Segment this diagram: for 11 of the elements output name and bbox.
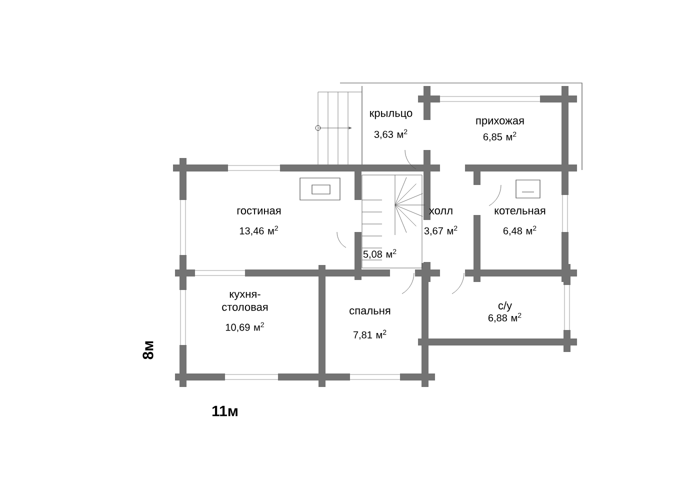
room-label: прихожая 6,85 м$^{2}$: [476, 118, 524, 142]
room-label: кухня- столовая 10,69 м$^{2}$: [222, 292, 268, 332]
dimension-label: 8м: [142, 341, 154, 360]
room-label: спальня 7,81 м$^{2}$: [350, 308, 390, 340]
room-label: гостиная 13,46 м$^{2}$: [237, 208, 281, 236]
dimension-label: 11м: [212, 406, 238, 416]
room-label: 5,08 м$^{2}$: [363, 249, 396, 259]
room-label: холл 3,67 м$^{2}$: [424, 208, 458, 236]
room-label: крыльцо 3,63 м$^{2}$: [370, 110, 412, 140]
room-label: с/у 6,88 м$^{2}$: [488, 301, 522, 323]
room-label: котельная 6,48 м$^{2}$: [494, 208, 546, 236]
